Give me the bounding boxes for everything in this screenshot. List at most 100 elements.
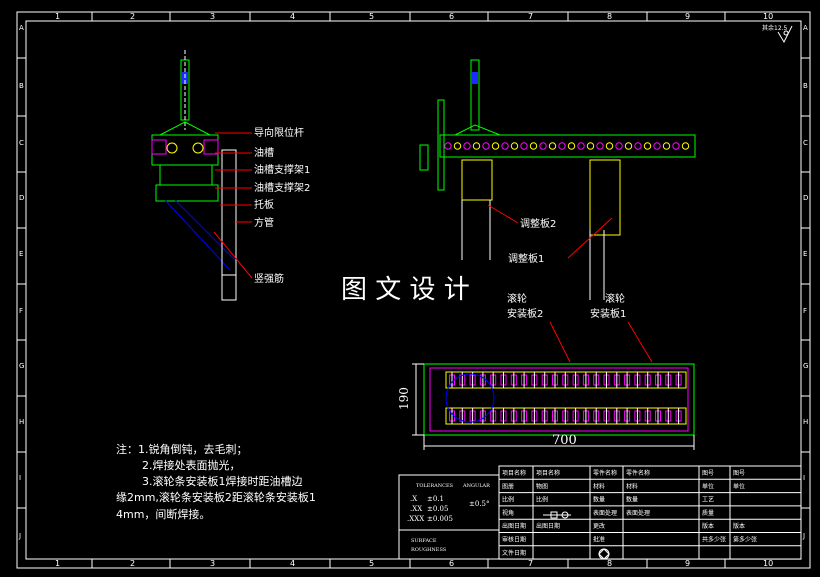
title-cell-r4-3: 表面处理 (626, 509, 650, 517)
title-cell-r1-2: 零件名称 (593, 469, 617, 477)
tol-angular-val: ±0.5° (469, 500, 490, 508)
title-cell-r7-0: 文件日期 (502, 549, 526, 557)
dimension-lines (412, 363, 695, 450)
grid-col-top-6: 6 (449, 12, 454, 21)
dimension-height: 190 (397, 387, 411, 410)
title-cell-r3-2: 数量 (593, 496, 605, 504)
tol-xx-val: ±0.05 (427, 505, 448, 513)
grid-row-left-E: E (19, 250, 23, 258)
left-view (151, 50, 237, 301)
title-cell-r2-5: 单位 (733, 482, 745, 490)
scale-note: 其余12.5 (762, 24, 788, 32)
tol-xxx-val: ±0.005 (427, 515, 453, 523)
left-leaders (213, 132, 253, 279)
grid-row-right-D: D (803, 194, 808, 202)
grid-col-bottom-4: 4 (290, 559, 295, 568)
right-view (419, 59, 696, 300)
grid-row-right-E: E (803, 250, 807, 258)
grid-col-top-3: 3 (210, 12, 215, 21)
label-pallet: 托板 (254, 198, 274, 211)
tol-x-val: ±0.1 (427, 495, 444, 503)
grid-col-bottom-3: 3 (210, 559, 215, 568)
label-tank-support-2: 油槽支撑架2 (254, 181, 310, 194)
grid-col-bottom-2: 2 (130, 559, 135, 568)
tol-angular-header: ANGULAR (462, 483, 490, 489)
title-cell-r1-4: 图号 (702, 470, 714, 477)
title-cell-r6-4: 共多少张 (702, 536, 726, 544)
grid-col-bottom-5: 5 (369, 559, 374, 568)
title-block: 项目名称项目名称零件名称零件名称图号图号图册物图材料材料单位单位比例比例数量数量… (498, 465, 802, 560)
surface-label-1: SURFACE (411, 538, 437, 544)
grid-row-left-G: G (19, 362, 24, 370)
grid-row-right-G: G (803, 362, 808, 370)
grid-row-left-J: J (18, 532, 21, 540)
company-logo (598, 548, 610, 560)
left-labels: 导向限位杆 油槽 油槽支撑架1 油槽支撑架2 托板 方管 竖强筋 (254, 126, 310, 285)
grid-row-left-A: A (19, 24, 24, 32)
title-cell-r5-4: 版本 (702, 522, 714, 530)
label-roller-mount-2b: 安装板2 (507, 307, 543, 320)
note-line-3: 3.滚轮条安装板1焊接时距油槽边 (142, 474, 303, 488)
grid-col-bottom-9: 9 (685, 559, 690, 568)
tol-xx: .XX (410, 505, 422, 513)
title-cell-r5-1: 出图日期 (536, 522, 560, 530)
roughness-symbol (777, 25, 793, 44)
tol-xxx: .XXX (407, 515, 424, 523)
outer-frame (16, 11, 811, 569)
title-cell-r2-4: 单位 (702, 482, 714, 490)
grid-row-right-I: I (803, 474, 805, 482)
grid-col-top-9: 9 (685, 12, 690, 21)
grid-row-left-I: I (19, 474, 21, 482)
roller-row (444, 142, 690, 150)
tol-x: .X (410, 495, 417, 503)
grid-row-left-F: F (19, 307, 23, 315)
projection-symbol (543, 511, 571, 519)
label-guide-rod: 导向限位杆 (254, 126, 304, 139)
grid-col-bottom-8: 8 (607, 559, 612, 568)
note-line-1: 注：1.锐角倒钝，去毛刺； (116, 442, 248, 456)
surface-label-2: ROUGHNESS (411, 547, 447, 553)
grid-col-top-1: 1 (55, 12, 60, 21)
dimension-width: 700 (552, 433, 577, 448)
title-cell-r4-0: 视角 (502, 509, 514, 517)
notes: 注：1.锐角倒钝，去毛刺； 2.焊接处表面抛光， 3.滚轮条安装板1焊接时距油槽… (116, 442, 316, 521)
title-cell-r5-5: 版本 (733, 522, 745, 530)
grid-row-right-C: C (803, 139, 808, 147)
title-cell-r4-2: 表面处理 (593, 509, 617, 517)
grid-col-top-10: 10 (763, 12, 773, 21)
title-cell-r3-4: 工艺 (702, 496, 714, 504)
title-cell-r1-5: 图号 (733, 470, 745, 477)
grid-row-right-J: J (802, 532, 805, 540)
label-vertical-rib: 竖强筋 (254, 272, 284, 285)
grid-col-top-8: 8 (607, 12, 612, 21)
plan-view (423, 363, 695, 436)
title-cell-r2-1: 物图 (536, 482, 548, 490)
label-roller-mount-2a: 滚轮 (507, 292, 527, 305)
label-tank-support-1: 油槽支撑架1 (254, 163, 310, 176)
note-line-5: 4mm，间断焊接。 (116, 507, 210, 521)
title-cell-r3-1: 比例 (536, 496, 548, 504)
label-oil-tank: 油槽 (254, 146, 274, 159)
tol-header: TOLERANCES (416, 483, 454, 489)
grid-row-right-A: A (803, 24, 808, 32)
grid-row-right-B: B (803, 82, 808, 90)
grid-row-left-H: H (19, 418, 24, 426)
title-cell-r6-0: 审核日期 (502, 536, 526, 544)
title-cell-r2-0: 图册 (502, 483, 514, 490)
label-adjust-plate-1: 调整板1 (508, 252, 544, 265)
title-cell-r2-2: 材料 (593, 482, 605, 490)
grid-col-top-7: 7 (528, 12, 533, 21)
note-line-4: 缘2mm,滚轮条安装板2距滚轮条安装板1 (116, 490, 316, 504)
title-cell-r5-0: 出图日期 (502, 522, 526, 530)
grid-col-top-4: 4 (290, 12, 295, 21)
right-leaders (487, 204, 653, 363)
tolerance-block: TOLERANCES ANGULAR .X ±0.1 .XX ±0.05 .XX… (398, 474, 500, 560)
title-cell-r4-4: 质量 (702, 509, 714, 517)
grid-col-bottom-6: 6 (449, 559, 454, 568)
title-cell-r6-5: 第多少张 (733, 536, 757, 544)
title-cell-r6-2: 批准 (593, 536, 605, 544)
label-adjust-plate-2: 调整板2 (520, 217, 556, 230)
grid-col-top-2: 2 (130, 12, 135, 21)
